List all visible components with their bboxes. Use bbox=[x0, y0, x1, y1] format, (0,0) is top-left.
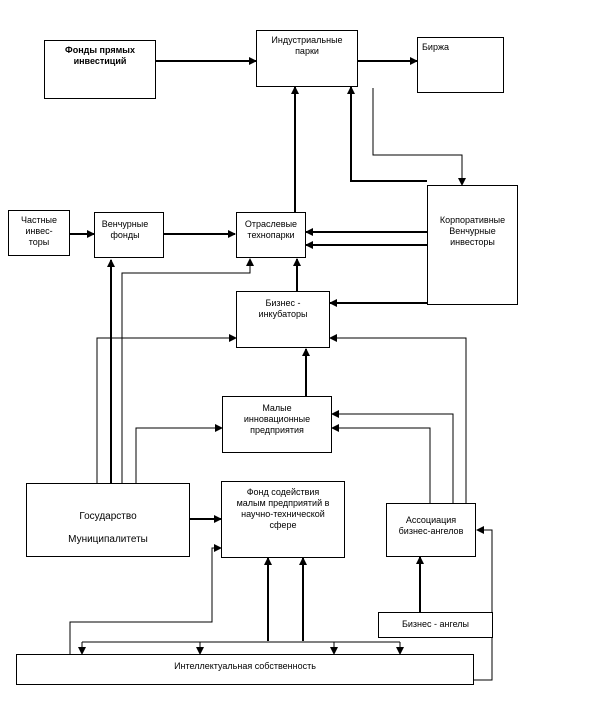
arrow-parks-to-corporate bbox=[372, 88, 466, 186]
node-ba-association-label: Ассоциация бизнес-ангелов bbox=[398, 515, 464, 536]
node-private-investors-label: Частные инвес- торы bbox=[20, 215, 58, 247]
node-municipalities-label: Муниципалитеты bbox=[68, 534, 148, 545]
node-industrial-parks-label: Индустриальные парки bbox=[271, 35, 343, 56]
arrow-association-to-small-1 bbox=[331, 410, 454, 503]
node-business-incubators: Бизнес - инкубаторы bbox=[236, 291, 330, 348]
node-exchange-label: Биржа bbox=[422, 42, 449, 52]
node-small-innovative-label: Малые инновационные предприятия bbox=[243, 403, 311, 435]
node-business-incubators-label: Бизнес - инкубаторы bbox=[258, 298, 308, 319]
node-corporate-venture: Корпоративные Венчурные инвесторы bbox=[427, 185, 518, 305]
arrow-state-to-incubators bbox=[96, 334, 237, 483]
node-pe-funds-label: Фонды прямых инвестиций bbox=[65, 45, 135, 66]
node-industrial-parks: Индустриальные парки bbox=[256, 30, 358, 87]
node-corporate-venture-label: Корпоративные Венчурные инвесторы bbox=[439, 215, 506, 247]
node-industry-technoparks: Отраслевые технопарки bbox=[236, 212, 306, 258]
arrow-association-to-small-2 bbox=[331, 424, 431, 503]
node-business-angels-label: Бизнес - ангелы bbox=[401, 619, 470, 629]
node-state-label: Государство bbox=[79, 511, 137, 522]
arrow-state-to-technoparks bbox=[121, 258, 254, 483]
arrow-ip-to-fund bbox=[69, 544, 222, 654]
node-venture-funds: Венчурные фонды bbox=[94, 212, 164, 258]
node-venture-funds-label: Венчурные фонды bbox=[101, 219, 149, 240]
node-private-investors: Частные инвес- торы bbox=[8, 210, 70, 256]
arrow-association-to-incubators bbox=[329, 334, 467, 503]
node-small-innovative: Малые инновационные предприятия bbox=[222, 396, 332, 453]
node-exchange: Биржа bbox=[417, 37, 504, 93]
node-pe-funds: Фонды прямых инвестиций bbox=[44, 40, 156, 99]
node-state: Государство Муниципалитеты bbox=[26, 483, 190, 557]
node-ip: Интеллектуальная собственность bbox=[16, 654, 474, 685]
node-industry-technoparks-label: Отраслевые технопарки bbox=[244, 219, 298, 240]
arrow-corporate-to-parks bbox=[347, 86, 427, 182]
node-support-fund-label: Фонд содействия малым предприятий в науч… bbox=[236, 487, 330, 530]
node-ip-label: Интеллектуальная собственность bbox=[174, 661, 316, 671]
node-support-fund: Фонд содействия малым предприятий в науч… bbox=[221, 481, 345, 558]
node-business-angels: Бизнес - ангелы bbox=[378, 612, 493, 638]
arrow-ip-to-association bbox=[474, 526, 493, 681]
node-ba-association: Ассоциация бизнес-ангелов bbox=[386, 503, 476, 557]
arrow-state-to-small bbox=[135, 424, 223, 483]
